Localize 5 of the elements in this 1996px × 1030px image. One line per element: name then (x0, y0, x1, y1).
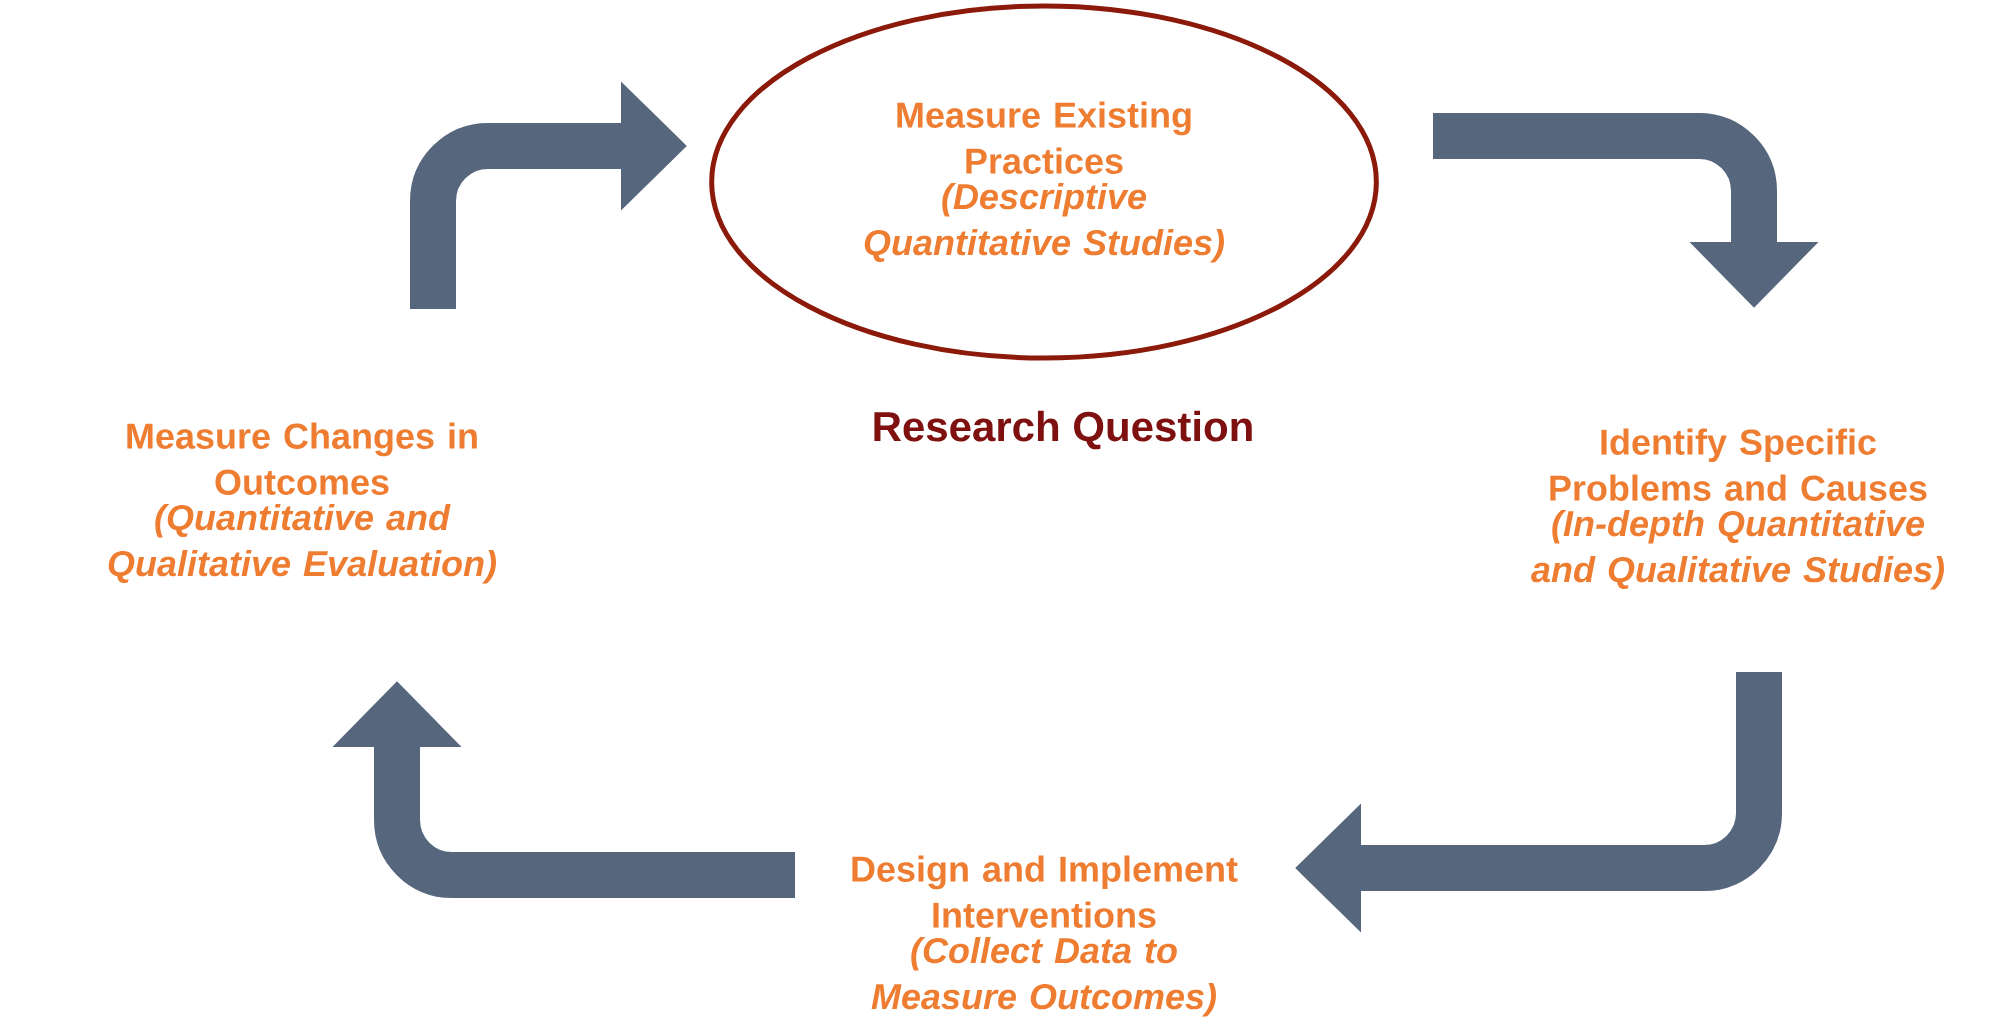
ellipse-node: Measure Existing Practices (Descriptive Quantitative Studies) (709, 3, 1379, 361)
center-label: Research Question (874, 410, 1252, 450)
step-text: Design and Implement Interventions (Collect Data to Measure Outcomes) (852, 855, 1238, 1017)
step-text: Identify Specific Problems and Causes (In-depth Quantitative and Qualitative Studies) (1531, 428, 1944, 590)
step-text: Measure Changes in Outcomes (Quantitative and Qualitative Evaluation) (108, 422, 496, 584)
